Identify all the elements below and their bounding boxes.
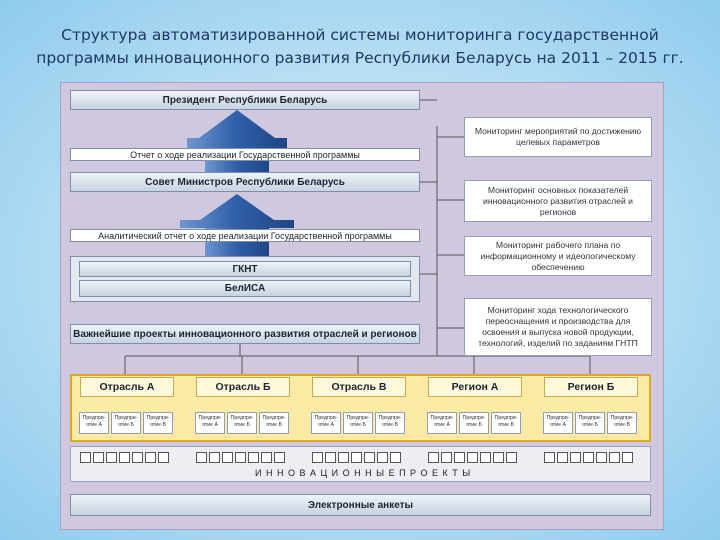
monitor-box-2: Мониторинг основных показателей инноваци… bbox=[464, 180, 652, 222]
arrow-up-2 bbox=[180, 194, 294, 228]
project-square bbox=[248, 452, 259, 463]
projects-box: Важнейшие проекты инновационного развити… bbox=[70, 324, 420, 344]
title-line-1: Структура автоматизированной системы мон… bbox=[61, 26, 659, 44]
region-box-1: Регион Б bbox=[544, 377, 638, 397]
project-square bbox=[119, 452, 130, 463]
project-square bbox=[622, 452, 633, 463]
project-square bbox=[145, 452, 156, 463]
project-square bbox=[80, 452, 91, 463]
region-box-0: Регион А bbox=[428, 377, 522, 397]
president-box: Президент Республики Беларусь bbox=[70, 90, 420, 110]
sub-3-2: Предпри-ятие В bbox=[491, 412, 521, 434]
project-square bbox=[454, 452, 465, 463]
sub-2-2: Предпри-ятие В bbox=[375, 412, 405, 434]
branch-box-1: Отрасль Б bbox=[196, 377, 290, 397]
project-square bbox=[583, 452, 594, 463]
sub-3-0: Предпри-ятие А bbox=[427, 412, 457, 434]
sub-0-1: Предпри-ятие Б bbox=[111, 412, 141, 434]
branch-box-2: Отрасль В bbox=[312, 377, 406, 397]
project-square bbox=[93, 452, 104, 463]
project-square bbox=[235, 452, 246, 463]
project-square bbox=[557, 452, 568, 463]
arrow-up-1 bbox=[187, 110, 287, 148]
project-square bbox=[544, 452, 555, 463]
sub-1-1: Предпри-ятие Б bbox=[227, 412, 257, 434]
slide-title: Структура автоматизированной системы мон… bbox=[0, 24, 720, 70]
project-square bbox=[209, 452, 220, 463]
project-square bbox=[506, 452, 517, 463]
project-square bbox=[441, 452, 452, 463]
project-square bbox=[132, 452, 143, 463]
council-box: Совет Министров Республики Беларусь bbox=[70, 172, 420, 192]
project-square bbox=[274, 452, 285, 463]
project-square bbox=[428, 452, 439, 463]
analytic-report-box: Аналитический отчет о ходе реализации Го… bbox=[70, 229, 420, 242]
project-square bbox=[364, 452, 375, 463]
monitor-box-4: Мониторинг хода технологического переосн… bbox=[464, 298, 652, 356]
sub-1-0: Предпри-ятие А bbox=[195, 412, 225, 434]
sub-4-0: Предпри-ятие А bbox=[543, 412, 573, 434]
project-square bbox=[338, 452, 349, 463]
belisa-box: БелИСА bbox=[79, 280, 411, 297]
project-square bbox=[377, 452, 388, 463]
project-square bbox=[480, 452, 491, 463]
project-square bbox=[222, 452, 233, 463]
project-square bbox=[106, 452, 117, 463]
project-square bbox=[196, 452, 207, 463]
branch-box-0: Отрасль А bbox=[80, 377, 174, 397]
project-square bbox=[351, 452, 362, 463]
sub-2-0: Предпри-ятие А bbox=[311, 412, 341, 434]
sub-0-0: Предпри-ятие А bbox=[79, 412, 109, 434]
project-square bbox=[261, 452, 272, 463]
project-square bbox=[596, 452, 607, 463]
sub-4-1: Предпри-ятие Б bbox=[575, 412, 605, 434]
project-square bbox=[570, 452, 581, 463]
sub-4-2: Предпри-ятие В bbox=[607, 412, 637, 434]
title-line-2: программы инновационного развития Респуб… bbox=[36, 49, 684, 67]
project-square bbox=[158, 452, 169, 463]
surveys-box: Электронные анкеты bbox=[70, 494, 651, 516]
report-box: Отчет о ходе реализации Государственной … bbox=[70, 148, 420, 161]
project-square bbox=[493, 452, 504, 463]
sub-0-2: Предпри-ятие В bbox=[143, 412, 173, 434]
project-square bbox=[467, 452, 478, 463]
sub-3-1: Предпри-ятие Б bbox=[459, 412, 489, 434]
gknt-box: ГКНТ bbox=[79, 261, 411, 277]
sub-1-2: Предпри-ятие В bbox=[259, 412, 289, 434]
project-square bbox=[609, 452, 620, 463]
innovation-label: И Н Н О В А Ц И О Н Н Ы Е П Р О Е К Т Ы bbox=[255, 468, 472, 478]
monitor-box-1: Мониторинг мероприятий по достижению цел… bbox=[464, 117, 652, 157]
project-square bbox=[312, 452, 323, 463]
project-square bbox=[325, 452, 336, 463]
project-square bbox=[390, 452, 401, 463]
sub-2-1: Предпри-ятие Б bbox=[343, 412, 373, 434]
monitor-box-3: Мониторинг рабочего плана по информацион… bbox=[464, 236, 652, 276]
